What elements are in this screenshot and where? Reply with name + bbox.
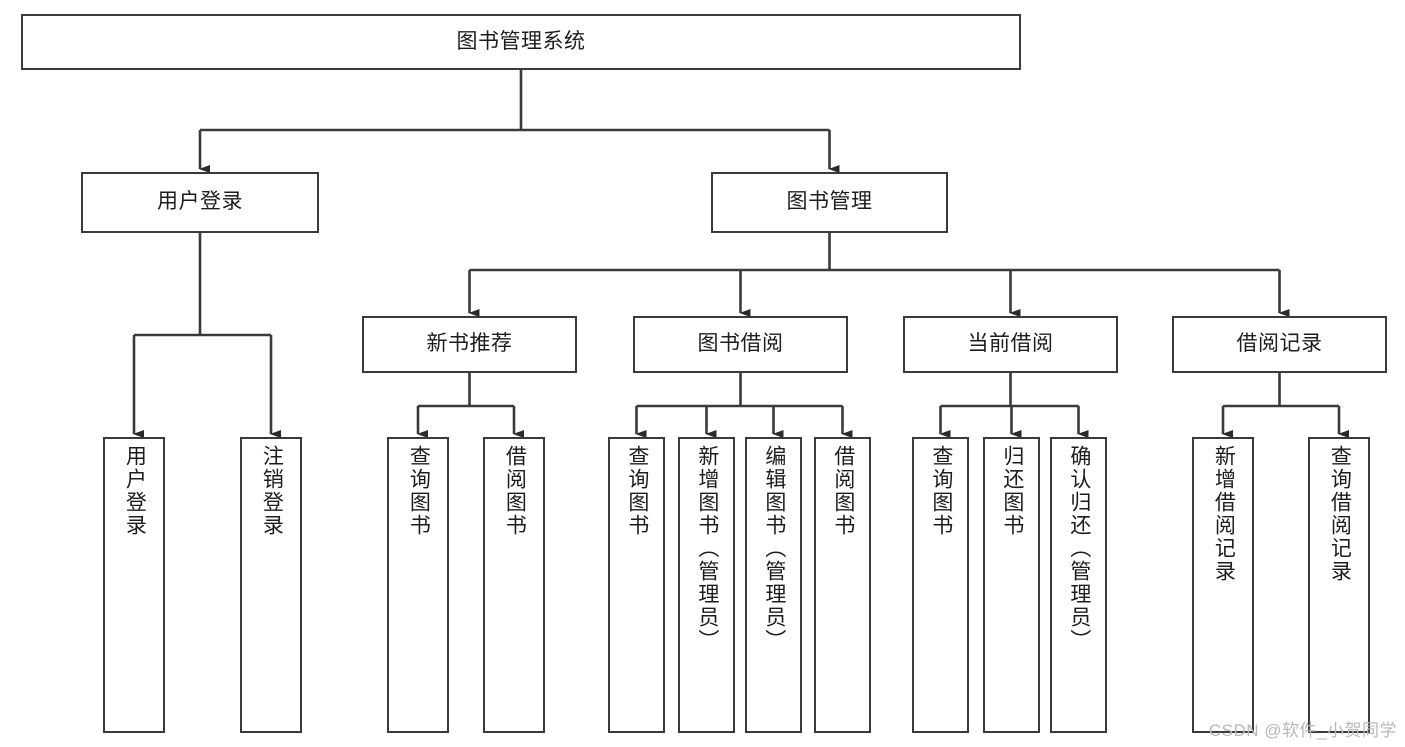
leaf-query-book-3[interactable]: 查询图书 [912,437,969,733]
node-label: 查询图书 [929,445,953,537]
leaf-user-logout[interactable]: 注销登录 [240,437,302,733]
node-new-book-recommend[interactable]: 新书推荐 [362,316,577,373]
node-book-manage[interactable]: 图书管理 [711,172,948,233]
node-label: 借阅记录 [1236,332,1323,356]
connector-lines [132,70,1349,438]
node-current-borrow[interactable]: 当前借阅 [903,316,1118,373]
node-label: 新增图书（管理员） [695,445,719,652]
leaf-add-borrow-record[interactable]: 新增借阅记录 [1192,437,1254,733]
node-label: 确认归还（管理员） [1067,445,1091,652]
leaf-query-book-1[interactable]: 查询图书 [387,437,449,733]
leaf-query-borrow-record[interactable]: 查询借阅记录 [1308,437,1370,733]
node-label: 归还图书 [1000,445,1024,537]
node-label: 用户登录 [123,445,147,537]
node-label: 查询图书 [625,445,649,537]
leaf-edit-book[interactable]: 编辑图书（管理员） [745,437,802,733]
node-label: 编辑图书（管理员） [762,445,786,652]
node-label: 新书推荐 [426,332,513,356]
leaf-return-book[interactable]: 归还图书 [983,437,1040,733]
node-root[interactable]: 图书管理系统 [21,14,1021,70]
leaf-borrow-book-1[interactable]: 借阅图书 [483,437,545,733]
node-borrow-record[interactable]: 借阅记录 [1172,316,1387,373]
node-label: 新增借阅记录 [1212,445,1236,583]
leaf-query-book-2[interactable]: 查询图书 [608,437,665,733]
leaf-confirm-return[interactable]: 确认归还（管理员） [1050,437,1107,733]
node-label: 注销登录 [260,445,284,537]
node-label: 查询借阅记录 [1328,445,1352,583]
node-book-borrow[interactable]: 图书借阅 [633,316,848,373]
leaf-add-book[interactable]: 新增图书（管理员） [678,437,735,733]
node-label: 借阅图书 [503,445,527,537]
node-label: 图书管理 [786,190,873,214]
node-label: 用户登录 [157,190,243,214]
node-label: 借阅图书 [831,445,855,537]
leaf-user-login-do[interactable]: 用户登录 [103,437,165,733]
node-label: 当前借阅 [967,332,1054,356]
node-user-login[interactable]: 用户登录 [81,172,319,233]
node-label: 图书管理系统 [456,29,586,53]
csdn-watermark: CSDN @软件_小贺同学 [1208,721,1397,740]
node-label: 图书借阅 [697,332,784,356]
leaf-borrow-book-2[interactable]: 借阅图书 [814,437,871,733]
node-label: 查询图书 [407,445,431,537]
